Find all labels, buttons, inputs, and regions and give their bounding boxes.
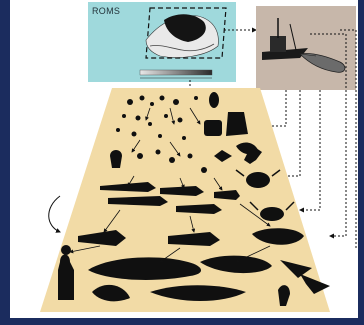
human-head-icon [61,245,71,255]
krill-icon [169,157,175,163]
boat-cabin-icon [270,36,286,52]
plankton-icon [173,99,179,105]
jellyfish-icon [110,150,122,168]
plankton-icon [160,96,165,101]
copepod-icon [158,134,162,138]
krill-icon [201,167,207,173]
copepod-icon [116,128,120,132]
jellyfish-icon [209,92,219,108]
copepod-icon [132,132,137,137]
plankton-icon [150,102,154,106]
copepod-icon [178,118,183,123]
copepod-icon [122,114,126,118]
ocean-model-label: ROMS [92,6,120,16]
krill-icon [188,154,193,159]
krill-icon [156,150,161,155]
copepod-icon [136,116,141,121]
copepod-icon [182,136,186,140]
model-colorbar [140,70,212,75]
copepod-icon [148,122,152,126]
plankton-icon [194,96,198,100]
plankton-icon [140,96,145,101]
clam-icon [204,120,222,136]
king-crab-icon [260,207,284,221]
snow-crab-icon [246,172,270,188]
copepod-icon [164,114,168,118]
plankton-icon [127,99,133,105]
krill-icon [137,153,143,159]
